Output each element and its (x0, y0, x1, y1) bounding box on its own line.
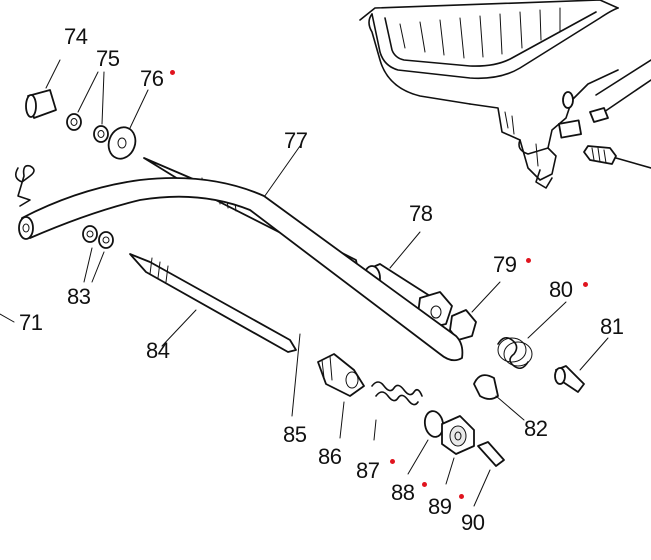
part-74-bush (25, 59, 61, 119)
label-80: 80 (549, 277, 573, 302)
part-87-spring (371, 381, 423, 441)
red-marker-79 (526, 258, 531, 263)
part-81-screw (554, 337, 609, 393)
label-85: 85 (283, 422, 307, 447)
label-90: 90 (461, 510, 485, 535)
label-81: 81 (600, 314, 624, 339)
part-80-spring (497, 301, 567, 370)
label-83: 83 (67, 284, 91, 309)
part-90-screw (473, 441, 505, 507)
label-87: 87 (356, 458, 380, 483)
part-85-pipe (18, 177, 464, 417)
label-74: 74 (64, 24, 88, 49)
label-75: 75 (96, 46, 120, 71)
red-marker-88 (422, 482, 427, 487)
label-79: 79 (493, 252, 517, 277)
part-83-nuts (82, 225, 114, 283)
label-71: 71 (19, 310, 43, 335)
label-82: 82 (524, 416, 548, 441)
label-86: 86 (318, 444, 342, 469)
label-76: 76 (140, 66, 164, 91)
part-84-rod (129, 253, 297, 353)
part-86-union-nut (317, 353, 365, 439)
part-71-clip (0, 164, 35, 323)
label-88: 88 (391, 480, 415, 505)
part-75-nuts (66, 71, 109, 143)
tank-screw (583, 107, 651, 169)
label-89: 89 (428, 494, 452, 519)
label-77: 77 (284, 128, 308, 153)
label-84: 84 (146, 338, 170, 363)
red-marker-87 (390, 459, 395, 464)
part-89-union (441, 415, 475, 485)
red-marker-76 (170, 70, 175, 75)
part-82-clip (473, 374, 525, 421)
float-chamber-body (359, 0, 651, 189)
part-88-washer (407, 410, 445, 475)
red-marker-80 (583, 282, 588, 287)
label-78: 78 (409, 201, 433, 226)
part-76-washer (107, 89, 149, 160)
red-marker-89 (459, 494, 464, 499)
part-79-nut (449, 281, 501, 341)
